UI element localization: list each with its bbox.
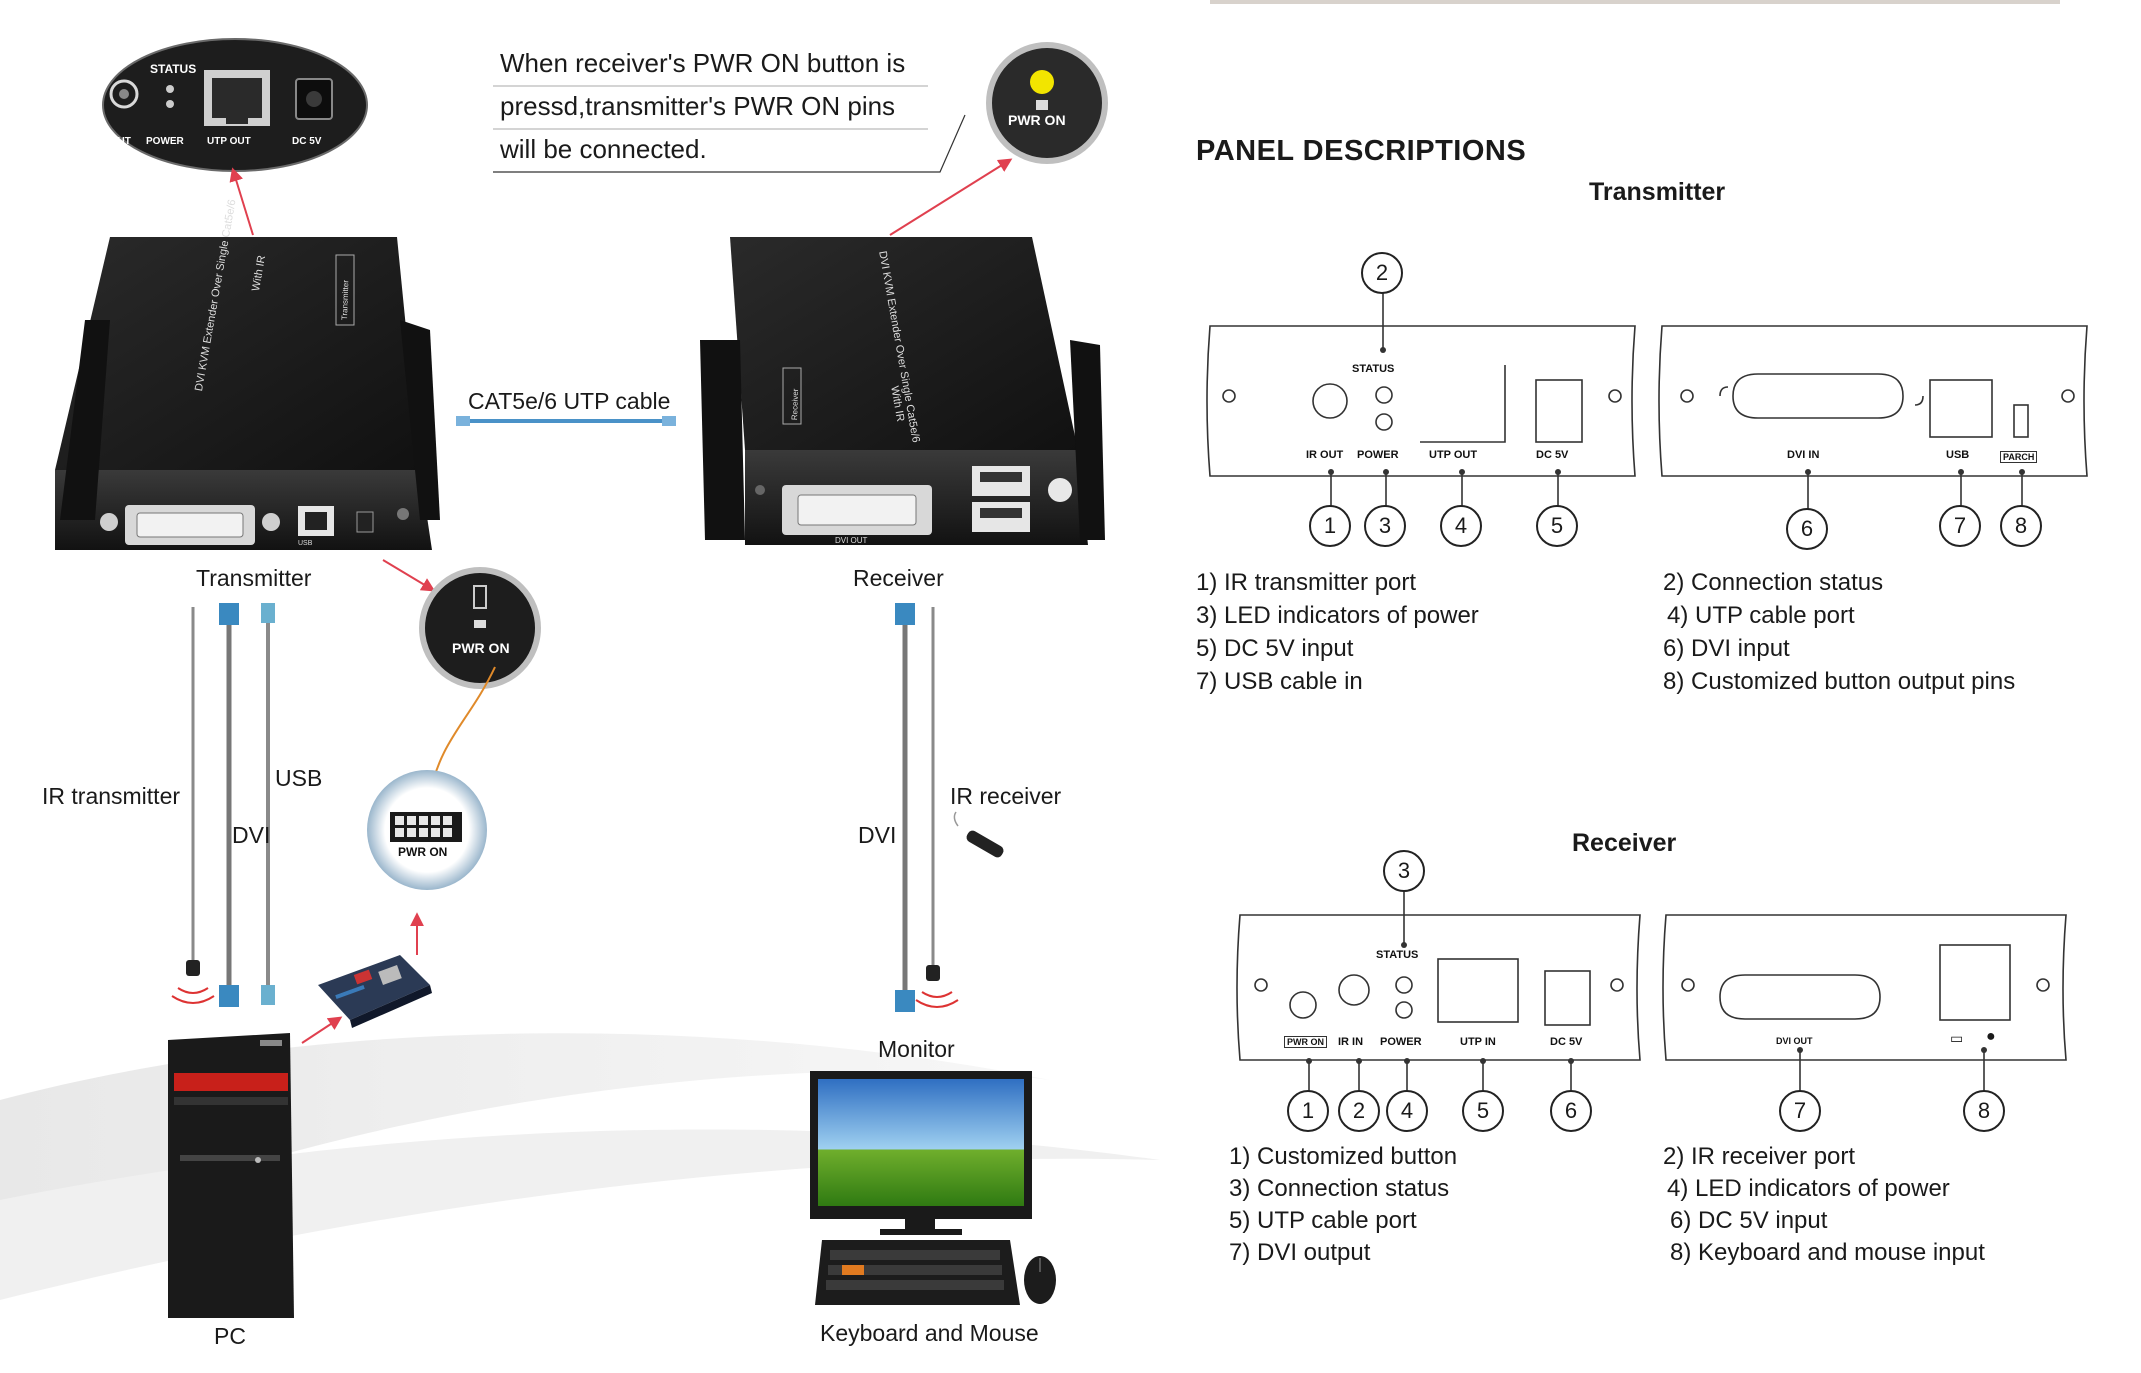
tx-desc-4: 4) UTP cable port xyxy=(1667,602,1855,629)
pc-label: PC xyxy=(214,1323,246,1349)
rx-panel-ir-in: IR IN xyxy=(1338,1036,1364,1048)
rx-callout-1: 1 xyxy=(1287,1090,1329,1132)
tx-panel-dots xyxy=(1328,347,2025,475)
rx-panel-pwr-on: PWR ON xyxy=(1284,1036,1327,1048)
rx-desc-4: 4) LED indicators of power xyxy=(1667,1175,1950,1202)
rx-callout-2: 2 xyxy=(1338,1090,1380,1132)
transmitter-label: Transmitter xyxy=(196,565,312,591)
tx-desc-7: 7) USB cable in xyxy=(1196,668,1363,695)
tx-desc-2: 2) Connection status xyxy=(1663,569,1884,596)
pwr-on-bubble-top xyxy=(986,42,1108,164)
tx-port-power: POWER xyxy=(146,136,184,147)
pwr-on-pins-bubble xyxy=(367,770,487,890)
rx-callout-7: 7 xyxy=(1779,1090,1821,1132)
rx-panel-dc5v: DC 5V xyxy=(1550,1036,1583,1048)
rx-panel-dots xyxy=(1306,942,1987,1064)
tx-panel-drawing xyxy=(1206,290,2088,510)
top-rule xyxy=(1210,0,2060,4)
tx-panel-parch: PARCH xyxy=(2000,451,2038,463)
tx-callout-8: 8 xyxy=(2000,505,2042,547)
rx-panel-power: POWER xyxy=(1380,1036,1422,1048)
rx-tag-text: Receiver xyxy=(790,388,801,421)
tx-desc-6: 6) DVI input xyxy=(1663,635,1790,662)
tx-callout-5: 5 xyxy=(1536,505,1578,547)
rx-callout-3: 3 xyxy=(1383,850,1425,892)
rx-desc-6: 6) DC 5V input xyxy=(1670,1207,1828,1234)
keyboard-icon: ▭ xyxy=(1950,1030,1964,1046)
rx-callout-5: 5 xyxy=(1462,1090,1504,1132)
tx-desc-3: 3) LED indicators of power xyxy=(1196,602,1479,629)
tx-panel-power: POWER xyxy=(1357,449,1399,461)
tx-desc-5: 5) DC 5V input xyxy=(1196,635,1354,662)
rx-desc-8: 8) Keyboard and mouse input xyxy=(1670,1239,1985,1266)
tx-usb-label: USB xyxy=(298,540,313,547)
tx-cables xyxy=(171,603,275,1007)
rx-callout-8: 8 xyxy=(1963,1090,2005,1132)
rx-callout-4: 4 xyxy=(1386,1090,1428,1132)
motherboard-image xyxy=(318,955,432,1028)
mouse-icon: ● xyxy=(1986,1028,1996,1045)
note-line-3: will be connected. xyxy=(500,134,707,164)
tx-desc-1: 1) IR transmitter port xyxy=(1196,569,1417,596)
dvi-right-label: DVI xyxy=(858,822,897,848)
rx-desc-2: 2) IR receiver port xyxy=(1663,1143,1856,1170)
tx-panel-utp-out: UTP OUT xyxy=(1429,449,1478,461)
pwr-on-pins-label: PWR ON xyxy=(398,845,448,859)
note-line-1: When receiver's PWR ON button is xyxy=(500,48,906,78)
rx-panel-dvi-out: DVI OUT xyxy=(1776,1036,1813,1046)
note-line-2: pressd,transmitter's PWR ON pins xyxy=(500,91,896,121)
tx-callout-1: 1 xyxy=(1309,505,1351,547)
tx-port-ir-out: IR OUT xyxy=(97,136,131,147)
tx-panel-ir-out: IR OUT xyxy=(1306,449,1344,461)
dvi-left-label: DVI xyxy=(232,822,271,848)
tx-panel-dvi-in: DVI IN xyxy=(1787,449,1820,461)
pc-tower-image xyxy=(168,1033,294,1318)
utp-cable xyxy=(456,416,676,426)
tx-callout-2: 2 xyxy=(1361,252,1403,294)
tx-tag-text: Transmitter xyxy=(340,279,351,321)
rx-callout-6: 6 xyxy=(1550,1090,1592,1132)
panel-title: PANEL DESCRIPTIONS xyxy=(1196,135,1527,167)
tx-panel-dc5v: DC 5V xyxy=(1536,449,1569,461)
monitor-image xyxy=(810,1071,1032,1235)
pwr-on-mid-label: PWR ON xyxy=(452,640,510,656)
keyboard-mouse-label: Keyboard and Mouse xyxy=(820,1320,1039,1346)
rx-cables xyxy=(895,603,1004,1012)
rx-desc-1: 1) Customized button xyxy=(1229,1143,1458,1170)
rx-panel-utp-in: UTP IN xyxy=(1460,1036,1496,1048)
tx-status-label: STATUS xyxy=(150,62,197,76)
keyboard-mouse-image xyxy=(815,1240,1056,1305)
tx-callout-6: 6 xyxy=(1786,508,1828,550)
cable-label: CAT5e/6 UTP cable xyxy=(468,388,671,414)
receiver-label: Receiver xyxy=(853,565,944,591)
tx-desc-8: 8) Customized button output pins xyxy=(1663,668,2016,695)
tx-callout-4: 4 xyxy=(1440,505,1482,547)
pwr-on-top-label: PWR ON xyxy=(1008,112,1066,128)
rx-dvi-out-label: DVI OUT xyxy=(835,536,868,545)
tx-callout-7: 7 xyxy=(1939,505,1981,547)
rx-desc-5: 5) UTP cable port xyxy=(1229,1207,1417,1234)
tx-port-utp-out: UTP OUT xyxy=(207,136,251,147)
tx-callout-3: 3 xyxy=(1364,505,1406,547)
transmitter-device xyxy=(55,237,440,550)
rx-desc-7: 7) DVI output xyxy=(1229,1239,1371,1266)
rx-panel-status: STATUS xyxy=(1376,949,1419,961)
monitor-label: Monitor xyxy=(878,1036,955,1062)
ir-receiver-label: IR receiver xyxy=(950,783,1062,809)
usb-label: USB xyxy=(275,765,323,791)
rx-panel-title: Receiver xyxy=(1572,829,1677,857)
tx-panel-title: Transmitter xyxy=(1589,178,1726,206)
rx-panel-drawing xyxy=(1236,888,2067,1091)
ir-transmitter-label: IR transmitter xyxy=(42,783,181,809)
rx-desc-3: 3) Connection status xyxy=(1229,1175,1450,1202)
tx-panel-status: STATUS xyxy=(1352,363,1395,375)
receiver-device xyxy=(700,237,1105,545)
tx-port-dc5v: DC 5V xyxy=(292,136,322,147)
tx-panel-usb: USB xyxy=(1946,449,1970,461)
pwr-on-bubble-mid xyxy=(419,567,541,689)
tx-top-panel-bubble xyxy=(102,38,368,172)
